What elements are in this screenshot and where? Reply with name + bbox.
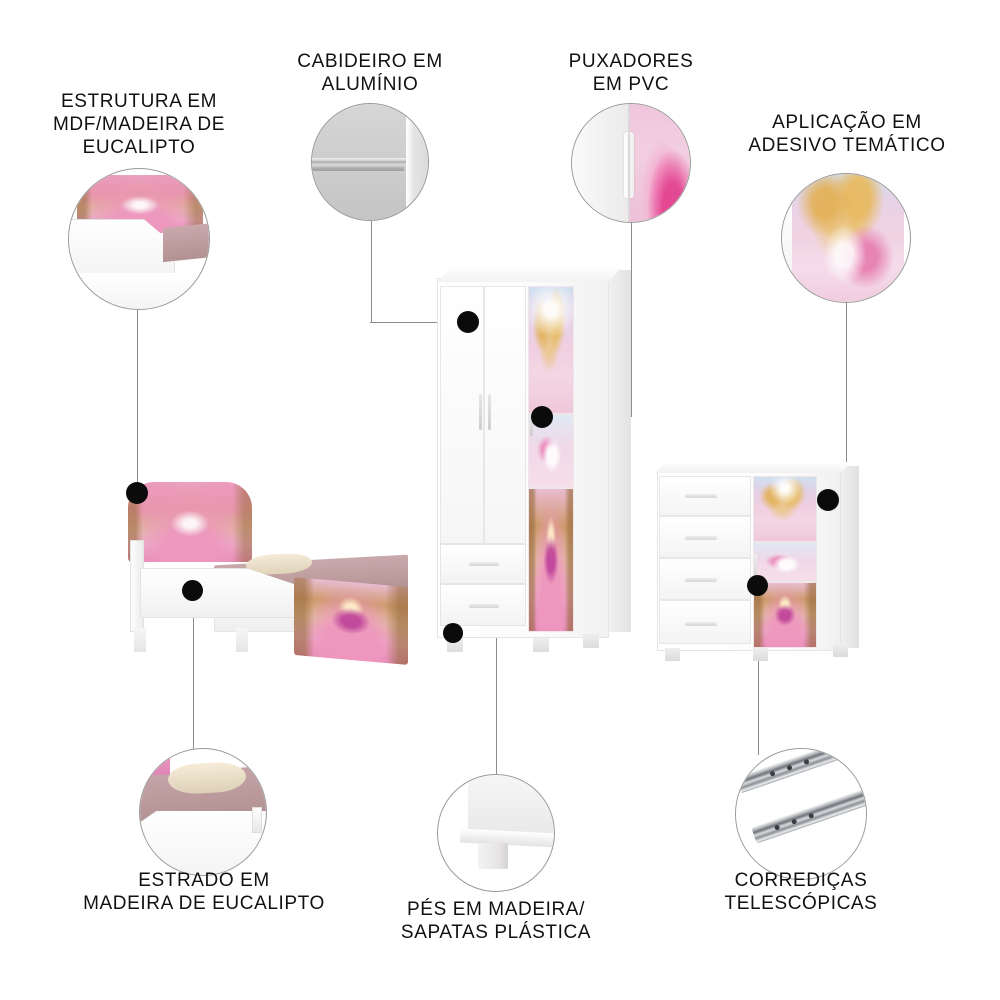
slide-hole [803,758,810,766]
bubble-estrado-bracket [252,807,262,833]
label-pes: PÉS EM MADEIRA/ SAPATAS PLÁSTICA [400,899,592,944]
dot-adesivo [817,489,839,511]
dot-estrado [182,580,203,601]
bubble-pes-panel [468,775,554,837]
connector-estrado [192,590,194,752]
wardrobe-door-middle[interactable] [484,286,526,544]
slide-hole [773,824,781,831]
slide-hole [769,770,776,777]
wardrobe-product [437,266,637,656]
dot-estrutura [126,482,148,504]
dot-cabideiro [457,311,479,333]
wardrobe-foot-right [583,634,599,648]
connector-estrutura [136,310,138,494]
bubble-estrutura [68,168,210,310]
bubble-estrado [139,748,267,876]
bed-leg-left [134,628,146,652]
connector-pes-vertical [495,632,497,778]
label-correcidas: CORREDIÇAS TELESCÓPICAS [724,870,878,915]
bubble-puxadores-door [572,104,628,222]
dresser-drawer-2-handle[interactable] [685,536,717,540]
dot-pes [443,623,463,643]
bubble-adesivo-edge [782,174,792,302]
telescopic-slide-icon-1 [736,749,853,794]
wardrobe-side-panel [609,270,631,632]
bubble-estrutura-mattress [163,221,209,263]
bed-footboard [294,577,408,665]
bubble-cabideiro-doorgap [406,104,412,220]
slide-hole [808,812,815,819]
dresser-door-handle[interactable] [754,554,757,576]
bubble-puxadores-doorline [628,104,630,222]
dresser-decal-castle [753,476,817,542]
dresser-decal-carriage [753,582,817,648]
bubble-correcidas [735,748,867,880]
wardrobe-handle-middle[interactable] [488,394,491,430]
wardrobe-top-panel [437,266,623,282]
wardrobe-drawer-top-handle[interactable] [469,562,499,566]
furniture-foot-icon [478,843,508,869]
slide-hole [786,764,793,771]
bubble-puxadores [571,103,691,223]
wardrobe-decal-unicorn [528,414,574,488]
label-cabideiro: CABIDEIRO EM ALUMÍNIO [297,51,443,96]
bubble-pes [437,774,555,892]
bubble-estrado-frame [140,811,266,875]
dresser-product [655,462,861,682]
dresser-top-panel [655,462,851,473]
dresser-foot-left [665,648,680,661]
label-estrutura: ESTRUTURA EM MDF/MADEIRA DE EUCALIPTO [52,91,226,159]
themed-sticker-icon [790,174,904,302]
dresser-drawer-1-handle[interactable] [685,494,717,498]
dot-puxadores [531,406,553,428]
dresser-drawer-3-handle[interactable] [685,578,717,582]
wardrobe-handle-decal-door[interactable] [530,412,533,436]
bubble-cabideiro-door [412,104,428,220]
dot-correcidas [747,575,768,596]
bubble-puxadores-decal [628,104,690,222]
connector-cabideiro-horizontal [370,321,468,323]
label-estrado: ESTRADO EM MADEIRA DE EUCALIPTO [83,870,325,915]
bed-leg-mid [236,628,248,652]
connector-adesivo-vertical [845,303,847,500]
wardrobe-decal-castle [528,286,574,414]
bed-headboard [128,482,252,562]
wardrobe-decal-carriage [528,488,574,632]
label-puxadores: PUXADORES EM PVC [568,51,694,96]
wardrobe-foot-mid [533,638,549,652]
wardrobe-handle-left[interactable] [479,394,482,430]
connector-puxadores-vertical [630,223,632,417]
dresser-drawer-4-handle[interactable] [685,622,717,626]
wardrobe-drawer-bottom-handle[interactable] [469,604,499,608]
label-adesivo: APLICAÇÃO EM ADESIVO TEMÁTICO [748,112,946,157]
bubble-adesivo [781,173,911,303]
dresser-decal-unicorn [753,542,817,582]
bubble-estrutura-base [69,273,209,309]
bubble-cabideiro [311,103,429,221]
bed-product [118,482,438,682]
aluminium-rail-icon [312,158,406,165]
telescopic-slide-icon-2 [751,789,866,844]
connector-cabideiro-vertical [370,221,372,322]
dresser-foot-right [833,644,848,657]
aluminium-rail-shadow-icon [312,167,404,171]
dresser-side-panel [839,466,859,648]
dresser-foot-mid [753,648,768,661]
slide-hole [791,818,798,825]
connector-correcidas [757,585,759,755]
